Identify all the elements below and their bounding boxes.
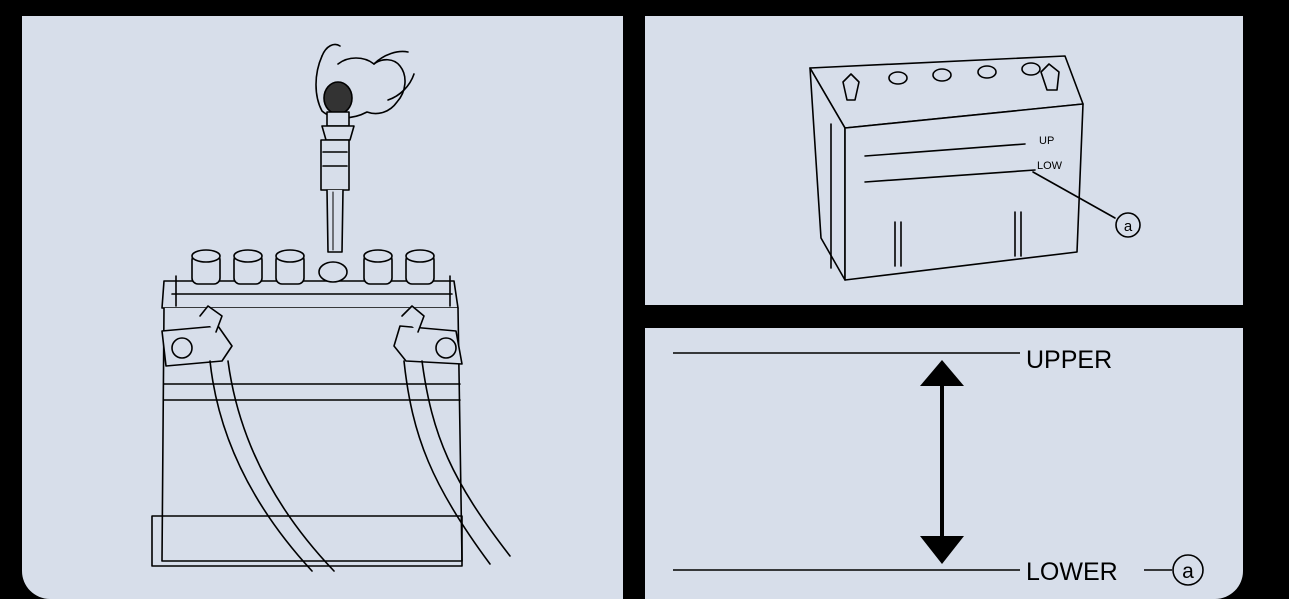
hydrometer-bulb-icon — [324, 82, 352, 114]
battery-case — [810, 56, 1140, 280]
lower-label: LOWER — [1026, 558, 1118, 586]
hydrometer-tube — [321, 112, 354, 252]
battery-level-marks-panel: UP LOW a — [645, 16, 1243, 305]
upper-label: UPPER — [1026, 346, 1112, 374]
level-range-diagram: UPPER LOWER a — [645, 328, 1243, 599]
arrow-down-icon — [920, 536, 964, 564]
arrow-up-icon — [920, 360, 964, 386]
hydrometer-illustration-panel — [22, 16, 623, 599]
battery-cell-caps — [192, 250, 434, 284]
up-label: UP — [1039, 135, 1054, 147]
battery-side-drawing: UP LOW a — [645, 16, 1243, 305]
lower-callout-label: a — [1182, 560, 1194, 583]
level-range-panel: UPPER LOWER a — [645, 328, 1243, 599]
battery-hydrometer-drawing — [22, 16, 623, 599]
low-label: LOW — [1037, 160, 1063, 172]
battery-drawing — [152, 250, 510, 571]
callout-a-label: a — [1124, 218, 1133, 235]
